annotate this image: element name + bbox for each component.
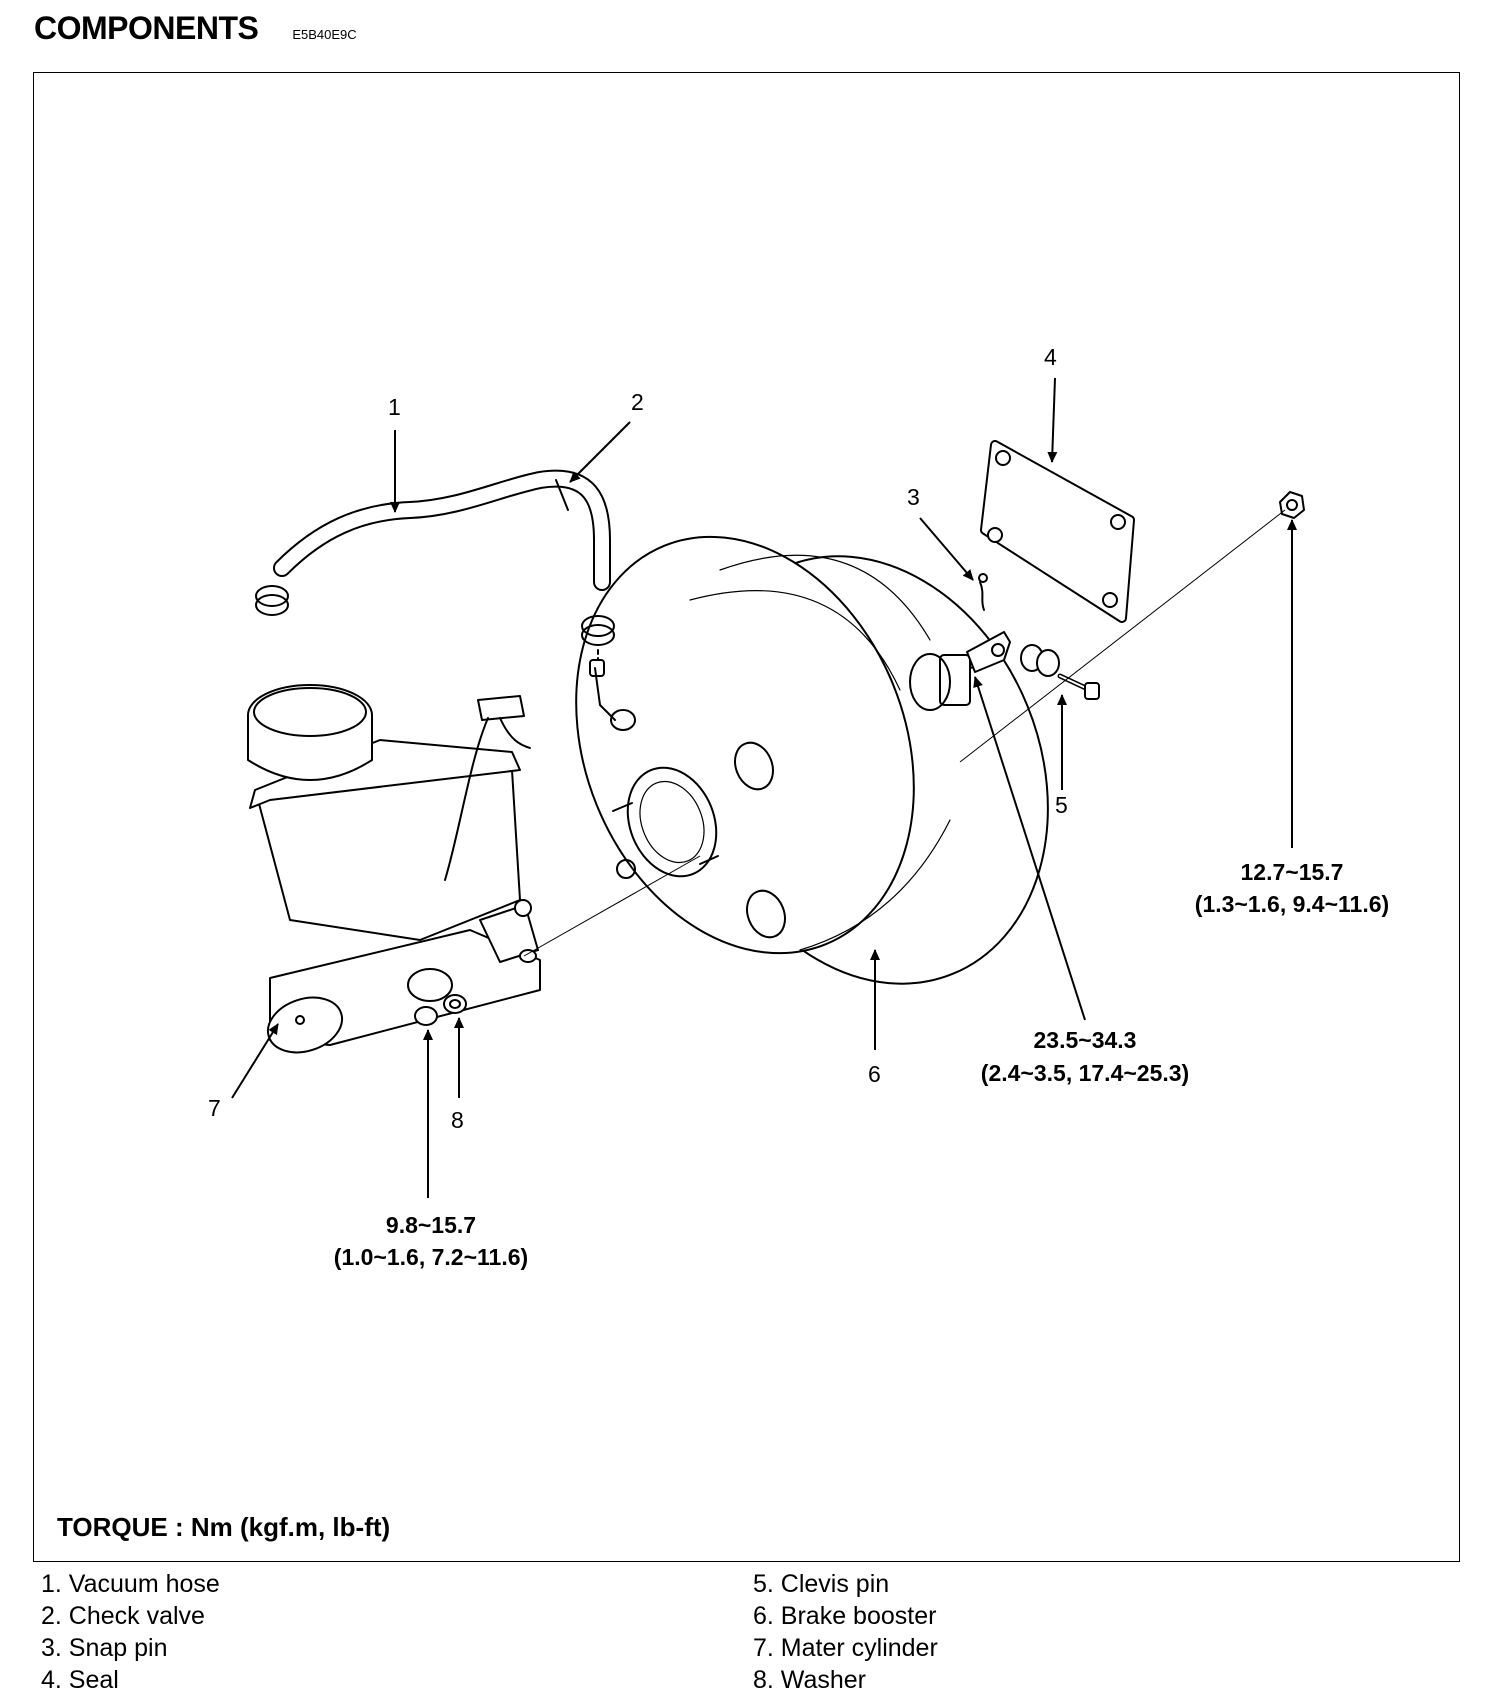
parts-legend-right: 5. Clevis pin 6. Brake booster 7. Mater … <box>753 1568 938 1696</box>
legend-item: 2. Check valve <box>41 1602 205 1630</box>
torque-clevis-nut-value: 23.5~34.3 <box>1034 1027 1137 1053</box>
page-title: COMPONENTS <box>34 10 259 46</box>
legend-item: 3. Snap pin <box>41 1634 168 1662</box>
callout-3: 3 <box>907 484 920 510</box>
torque-nut-booster-value: 12.7~15.7 <box>1241 859 1344 885</box>
torque-master-nut-sub: (1.0~1.6, 7.2~11.6) <box>334 1244 528 1270</box>
callout-5: 5 <box>1055 792 1068 818</box>
callout-6: 6 <box>868 1061 881 1087</box>
torque-master-nut-value: 9.8~15.7 <box>386 1212 476 1238</box>
clevis-assembly <box>966 440 1305 700</box>
master-cylinder <box>247 684 541 1054</box>
callout-2: 2 <box>631 389 644 415</box>
assembly-lines <box>523 509 1286 957</box>
legend-item: 1. Vacuum hose <box>41 1570 220 1598</box>
torque-clevis-nut-sub: (2.4~3.5, 17.4~25.3) <box>981 1060 1189 1086</box>
callout-7: 7 <box>208 1095 221 1121</box>
torque-nut-booster-sub: (1.3~1.6, 9.4~11.6) <box>1195 891 1389 917</box>
page-header: COMPONENTS E5B40E9C <box>34 10 357 47</box>
parts-legend-left: 1. Vacuum hose 2. Check valve 3. Snap pi… <box>41 1568 220 1696</box>
callout-4: 4 <box>1044 344 1057 370</box>
brake-booster <box>575 535 1049 985</box>
torque-units-note: TORQUE : Nm (kgf.m, lb-ft) <box>57 1512 391 1542</box>
callout-1: 1 <box>388 394 401 420</box>
vacuum-hose <box>255 469 615 661</box>
document-code: E5B40E9C <box>292 27 357 42</box>
legend-item: 8. Washer <box>753 1666 867 1694</box>
legend-item: 4. Seal <box>41 1666 119 1694</box>
legend-item: 7. Mater cylinder <box>753 1634 938 1662</box>
leader-lines <box>231 377 1297 1198</box>
diagram-frame <box>33 72 1460 1562</box>
legend-item: 6. Brake booster <box>753 1602 937 1630</box>
legend-item: 5. Clevis pin <box>753 1570 890 1598</box>
callout-8: 8 <box>451 1107 464 1133</box>
